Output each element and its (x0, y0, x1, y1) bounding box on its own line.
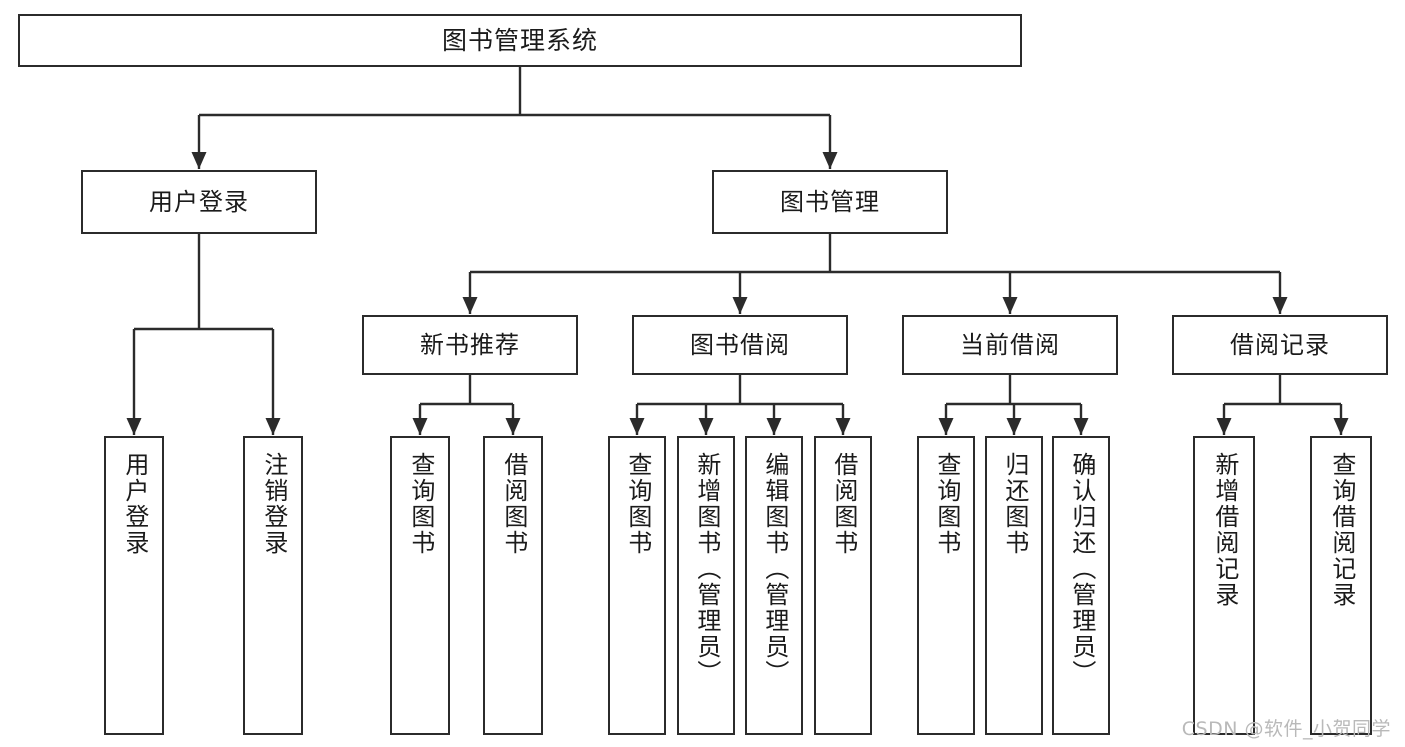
node-label: 图书管理 (780, 187, 880, 216)
node-b-lend[interactable]: 借阅图书 (814, 436, 872, 735)
edge-arrowhead (412, 418, 428, 435)
node-b-query[interactable]: 查询图书 (608, 436, 666, 735)
node-label: 新增借阅记录 (1210, 452, 1239, 608)
node-l-login[interactable]: 用户登录 (104, 436, 164, 735)
node-label: 查询图书 (623, 452, 652, 556)
edge-arrowhead (732, 297, 748, 314)
watermark: CSDN @软件_小贺同学 (1181, 718, 1391, 740)
node-n-borrow[interactable]: 借阅图书 (483, 436, 543, 735)
node-root[interactable]: 图书管理系统 (18, 14, 1022, 67)
node-l-logout[interactable]: 注销登录 (243, 436, 303, 735)
node-login[interactable]: 用户登录 (81, 170, 317, 234)
node-current[interactable]: 当前借阅 (902, 315, 1118, 375)
node-records[interactable]: 借阅记录 (1172, 315, 1388, 375)
edge-arrowhead (462, 297, 478, 314)
node-label: 新书推荐 (420, 330, 520, 359)
edge-arrowhead (766, 418, 782, 435)
edge-arrowhead (629, 418, 645, 435)
node-label: 归还图书 (1000, 452, 1029, 556)
edge-arrowhead (1272, 297, 1288, 314)
node-n-query[interactable]: 查询图书 (390, 436, 450, 735)
node-label: 查询借阅记录 (1327, 452, 1356, 608)
node-b-edit[interactable]: 编辑图书（管理员） (745, 436, 803, 735)
node-newbook[interactable]: 新书推荐 (362, 315, 578, 375)
edge-arrowhead (126, 418, 142, 435)
node-label: 当前借阅 (960, 330, 1060, 359)
node-r-add[interactable]: 新增借阅记录 (1193, 436, 1255, 735)
node-b-add[interactable]: 新增图书（管理员） (677, 436, 735, 735)
node-borrow[interactable]: 图书借阅 (632, 315, 848, 375)
node-label: 查询图书 (406, 452, 435, 556)
node-label: 借阅图书 (829, 452, 858, 556)
node-c-confirm[interactable]: 确认归还（管理员） (1052, 436, 1110, 735)
node-label: 新增图书（管理员） (692, 452, 721, 686)
node-label: 借阅记录 (1230, 330, 1330, 359)
edge-arrowhead (191, 152, 207, 169)
edge-arrowhead (938, 418, 954, 435)
edge-arrowhead (1073, 418, 1089, 435)
node-label: 借阅图书 (499, 452, 528, 556)
node-label: 确认归还（管理员） (1067, 452, 1096, 686)
edge-arrowhead (1006, 418, 1022, 435)
node-label: 查询图书 (932, 452, 961, 556)
node-c-return[interactable]: 归还图书 (985, 436, 1043, 735)
node-label: 编辑图书（管理员） (760, 452, 789, 686)
node-label: 图书借阅 (690, 330, 790, 359)
node-label: 用户登录 (149, 187, 249, 216)
edge-arrowhead (835, 418, 851, 435)
edge-arrowhead (265, 418, 281, 435)
node-bookmgmt[interactable]: 图书管理 (712, 170, 948, 234)
node-label: 注销登录 (259, 452, 288, 556)
edge-arrowhead (1216, 418, 1232, 435)
edge-arrowhead (698, 418, 714, 435)
node-label: 用户登录 (120, 452, 149, 556)
node-label: 图书管理系统 (441, 25, 598, 55)
node-c-query[interactable]: 查询图书 (917, 436, 975, 735)
node-r-query[interactable]: 查询借阅记录 (1310, 436, 1372, 735)
edge-arrowhead (1002, 297, 1018, 314)
edge-arrowhead (1333, 418, 1349, 435)
edge-arrowhead (822, 152, 838, 169)
edge-arrowhead (505, 418, 521, 435)
